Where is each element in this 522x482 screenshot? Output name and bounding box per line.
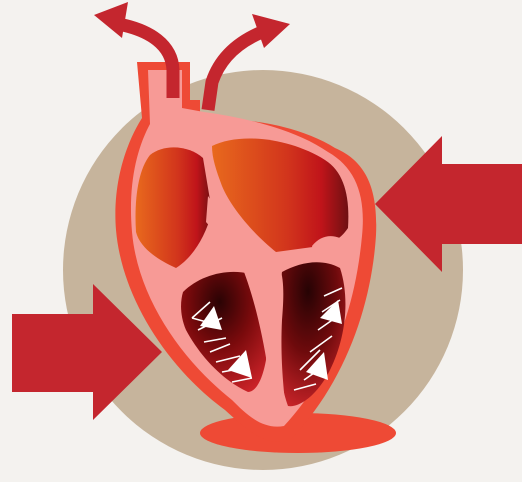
heart-diagram	[0, 0, 522, 482]
